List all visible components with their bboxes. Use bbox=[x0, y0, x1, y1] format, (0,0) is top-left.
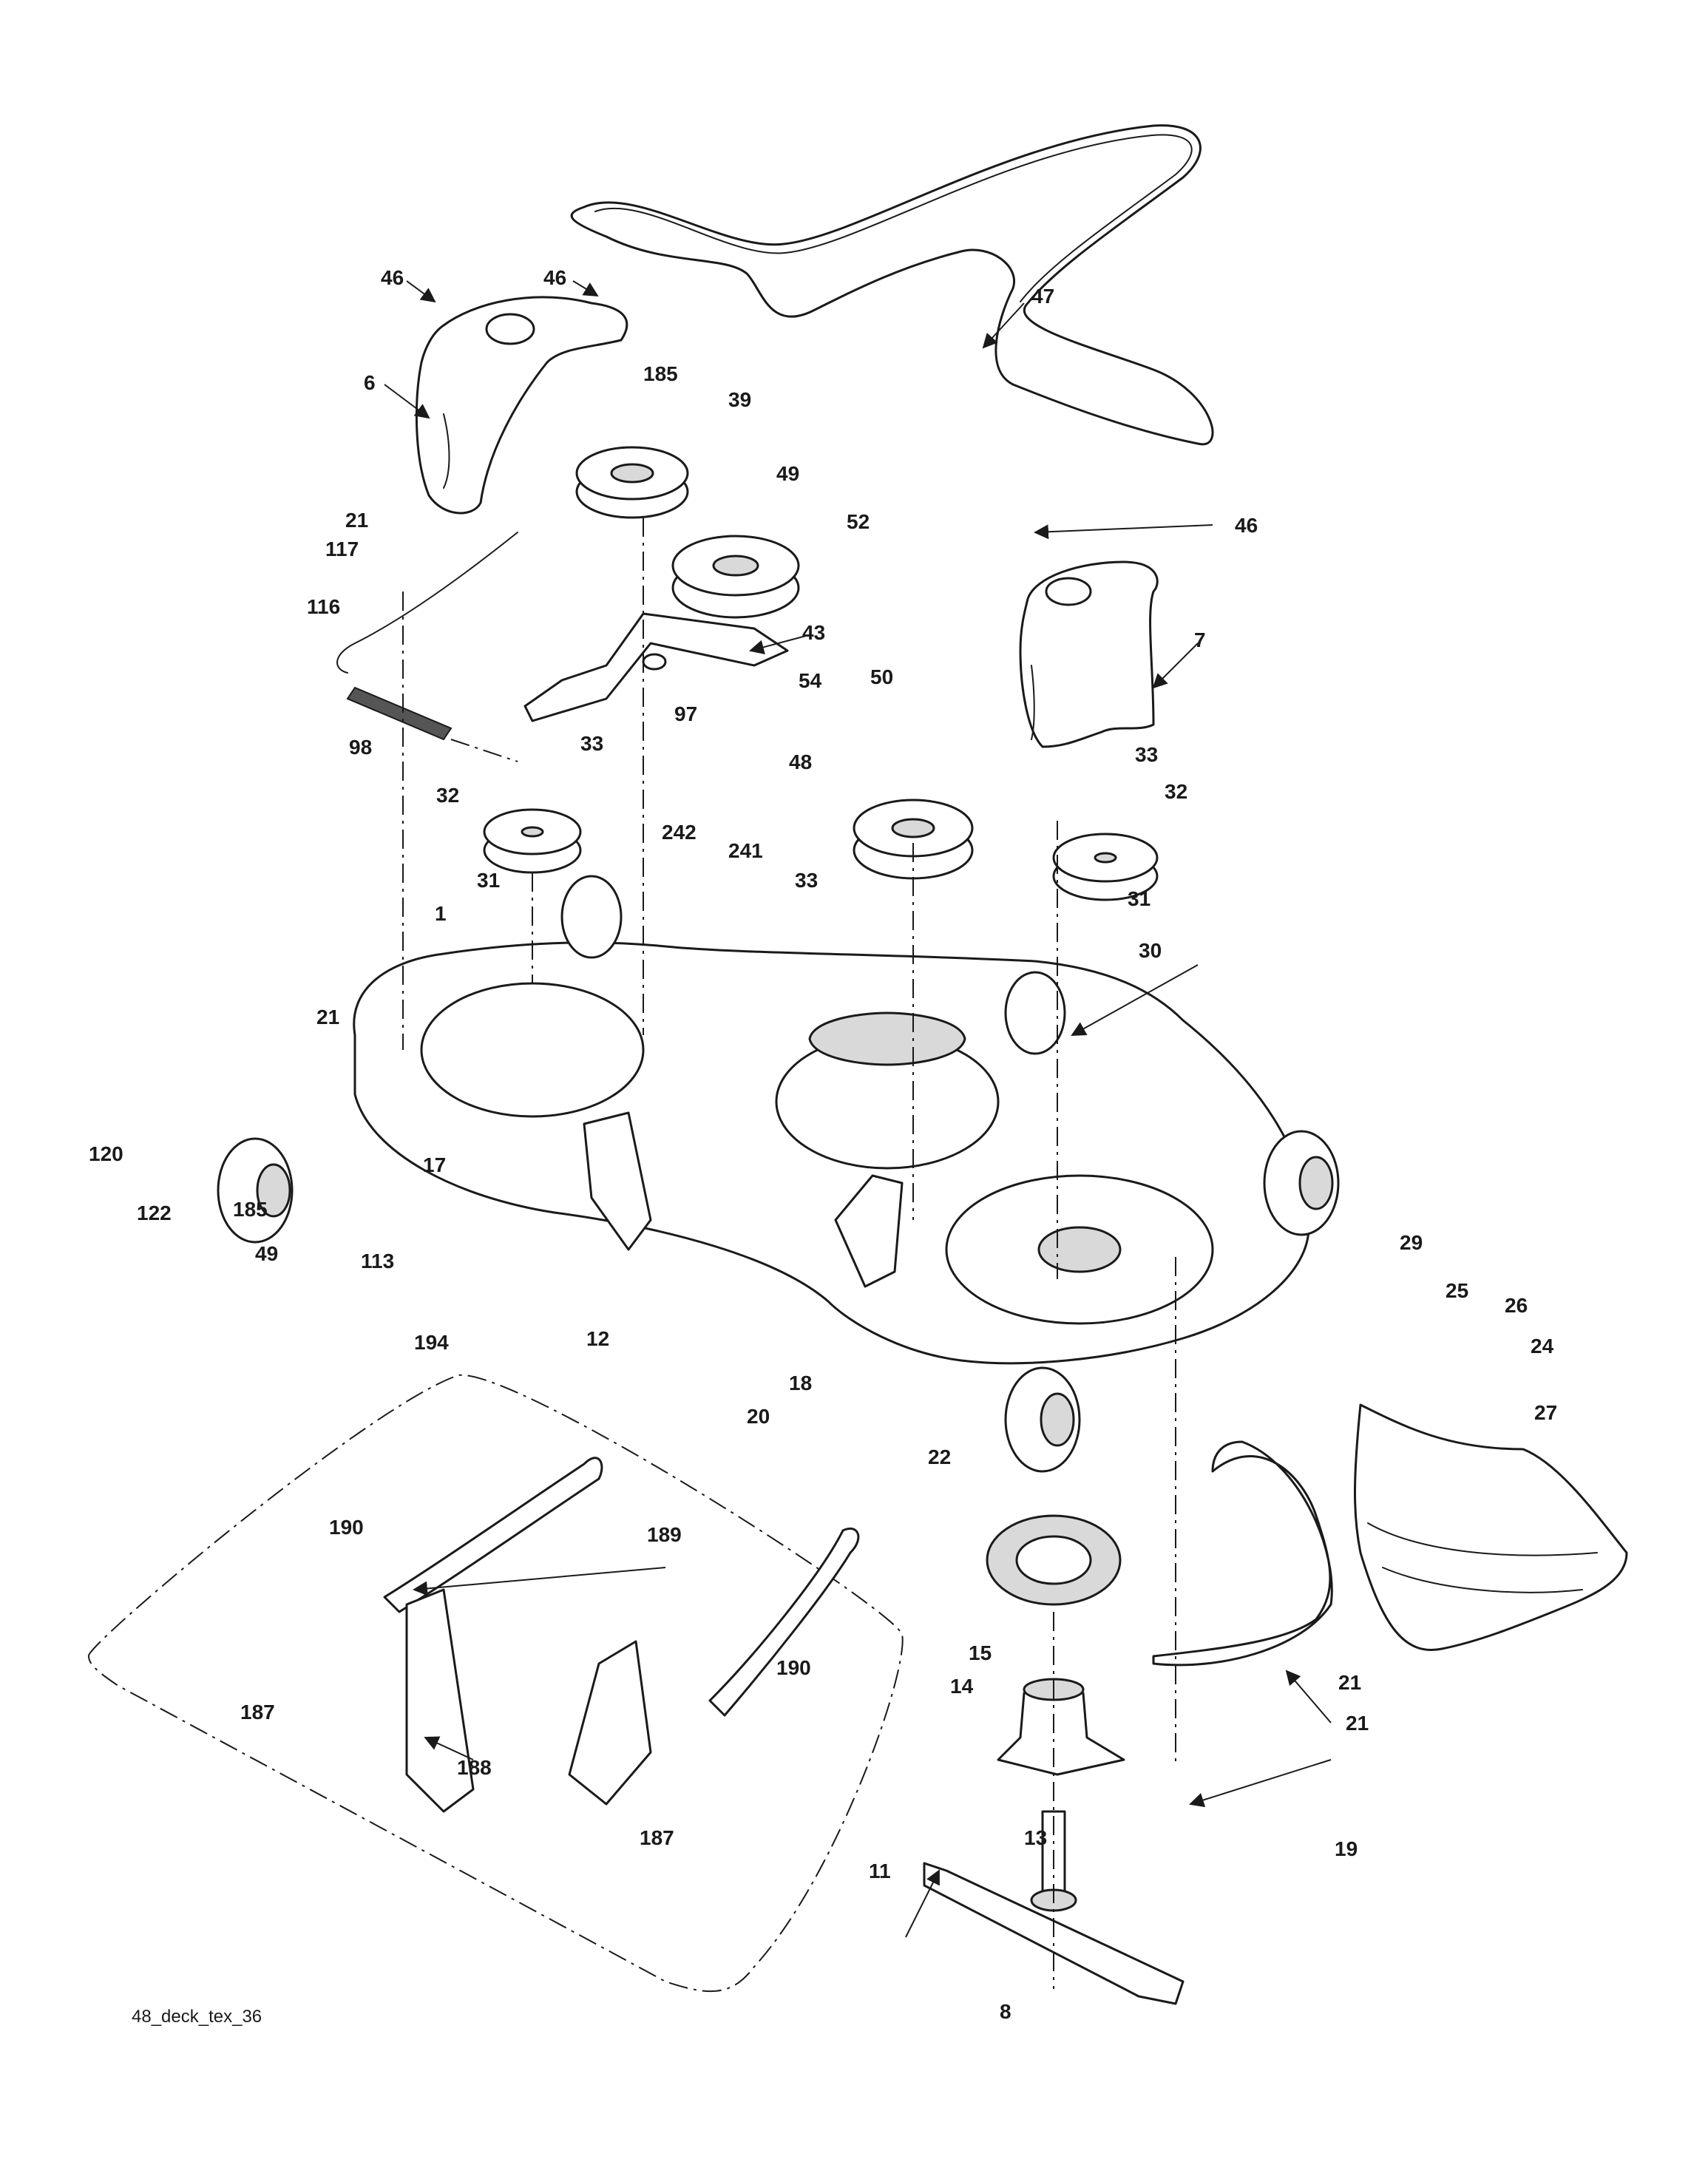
gauge-wheel-front-right bbox=[1263, 1130, 1340, 1236]
label-30: 30 bbox=[1139, 939, 1162, 962]
discharge-baffle bbox=[1152, 1440, 1333, 1667]
label-33: 33 bbox=[1135, 743, 1158, 766]
gauge-wheel-rear-right bbox=[1004, 971, 1066, 1055]
label-189: 189 bbox=[647, 1523, 682, 1546]
spring-rod bbox=[336, 532, 518, 674]
label-49: 49 bbox=[255, 1242, 278, 1265]
mower-deck bbox=[353, 941, 1310, 1365]
label-122: 117 bbox=[325, 538, 359, 560]
label-113: 113 bbox=[361, 1250, 394, 1272]
label-6: 6 bbox=[364, 371, 376, 394]
tension-spring bbox=[346, 686, 453, 741]
label-39: 39 bbox=[728, 388, 751, 411]
part-number-labels: 46 46 47 6 185 39 49 52 46 21 117 116 43… bbox=[89, 266, 1557, 2023]
label-18: 19 bbox=[1335, 1837, 1358, 1860]
spindle-pulley-left bbox=[483, 808, 582, 874]
label-8: 8 bbox=[1000, 2000, 1011, 2023]
label-21: 21 bbox=[316, 1006, 339, 1028]
label-31: 31 bbox=[477, 869, 500, 892]
label-17: 17 bbox=[423, 1153, 446, 1176]
leader-lines bbox=[384, 280, 1332, 1938]
gauge-wheel-front-left bbox=[217, 1137, 294, 1244]
drive-belt bbox=[570, 124, 1214, 446]
label-33: 33 bbox=[580, 732, 603, 755]
label-54: 54 bbox=[799, 669, 822, 692]
label-48: 48 bbox=[789, 750, 812, 773]
label-29: 29 bbox=[1400, 1231, 1423, 1254]
label-14: 14 bbox=[950, 1675, 974, 1698]
right-belt-cover bbox=[1019, 560, 1159, 748]
label-32: 32 bbox=[1165, 780, 1187, 803]
label-187: 187 bbox=[640, 1826, 674, 1849]
idler-arm bbox=[523, 612, 789, 722]
diagram-reference-code: 48_deck_tex_36 bbox=[132, 2007, 262, 2027]
idler-pulley-52 bbox=[671, 535, 800, 619]
label-21: 21 bbox=[345, 509, 368, 532]
label-97: 97 bbox=[674, 702, 697, 725]
label-194: 194 bbox=[414, 1331, 449, 1354]
label-188: 188 bbox=[457, 1756, 492, 1779]
left-belt-cover bbox=[415, 296, 628, 515]
label-19: 20 bbox=[747, 1405, 770, 1428]
label-31: 31 bbox=[1128, 887, 1150, 910]
label-50: 50 bbox=[870, 665, 893, 688]
discharge-deflector bbox=[1354, 1403, 1628, 1651]
label-13: 13 bbox=[1024, 1826, 1047, 1849]
label-21: 21 bbox=[1346, 1712, 1369, 1735]
label-47: 47 bbox=[1031, 285, 1054, 308]
label-190: 190 bbox=[329, 1516, 364, 1539]
label-241: 241 bbox=[728, 839, 763, 862]
label-7: 7 bbox=[1194, 628, 1206, 651]
label-15: 15 bbox=[969, 1641, 992, 1664]
label-185: 185 bbox=[643, 362, 678, 385]
label-12: 12 bbox=[586, 1327, 609, 1350]
label-24: 24 bbox=[1531, 1335, 1554, 1358]
gauge-wheel-rear-left bbox=[560, 875, 623, 959]
label-27: 27 bbox=[1534, 1401, 1557, 1424]
idler-pulley-39 bbox=[575, 446, 689, 519]
label-120: 185 bbox=[233, 1198, 268, 1221]
gauge-wheel-front-center bbox=[1004, 1366, 1081, 1473]
label-46: 46 bbox=[1235, 514, 1258, 537]
label-25: 25 bbox=[1446, 1279, 1468, 1302]
assembly-lines bbox=[402, 518, 1176, 1989]
label-190: 190 bbox=[776, 1656, 811, 1679]
label-116: 120 bbox=[89, 1142, 123, 1165]
label-117: 122 bbox=[137, 1201, 172, 1224]
label-26: 26 bbox=[1505, 1294, 1528, 1317]
label-46: 46 bbox=[381, 266, 404, 289]
label-98: 98 bbox=[349, 736, 372, 759]
spindle-pulley-right bbox=[1052, 833, 1159, 901]
label-43: 43 bbox=[802, 621, 825, 644]
label-49: 49 bbox=[776, 462, 799, 485]
label-114: 116 bbox=[307, 595, 340, 618]
label-33: 33 bbox=[795, 869, 818, 892]
label-46: 46 bbox=[543, 266, 566, 289]
label-32: 32 bbox=[436, 784, 459, 807]
label-1: 1 bbox=[435, 902, 447, 925]
idler-pulley-48 bbox=[853, 799, 974, 880]
label-52: 52 bbox=[847, 510, 870, 533]
label-242: 242 bbox=[662, 821, 697, 844]
label-16: 18 bbox=[789, 1372, 812, 1394]
label-187: 187 bbox=[240, 1701, 275, 1723]
lift-arm-inset bbox=[87, 1374, 904, 1993]
spindle-housing bbox=[997, 1678, 1125, 1776]
label-20: 21 bbox=[1338, 1671, 1361, 1694]
label-11: 11 bbox=[869, 1860, 891, 1882]
spindle-bearing-ring bbox=[986, 1514, 1122, 1606]
label-22: 22 bbox=[928, 1445, 951, 1468]
